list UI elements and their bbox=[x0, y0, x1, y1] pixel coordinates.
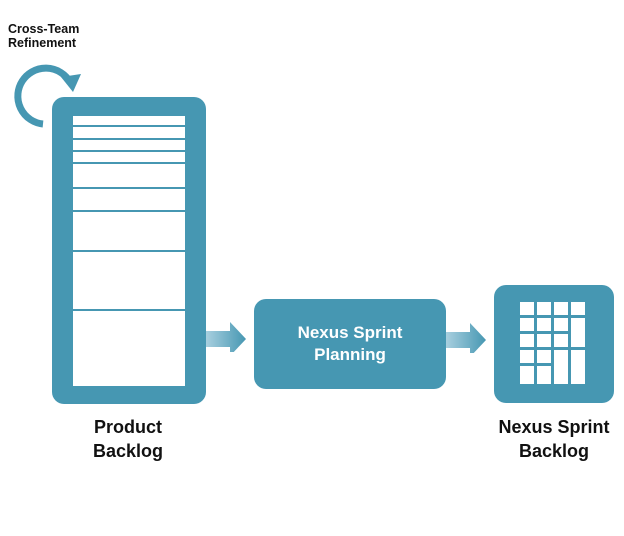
nexus-sprint-backlog-box bbox=[494, 285, 614, 403]
planning-label-line2: Planning bbox=[314, 345, 386, 364]
refinement-label-line1: Cross-Team bbox=[8, 22, 80, 36]
backlog-item-divider bbox=[73, 309, 185, 311]
grid-cell bbox=[537, 318, 551, 331]
sprint-backlog-label-line1: Nexus Sprint bbox=[498, 417, 610, 437]
grid-cell bbox=[537, 350, 551, 363]
grid-cell bbox=[554, 350, 568, 384]
nexus-sprint-planning-box: Nexus Sprint Planning bbox=[254, 299, 446, 389]
sprint-backlog-label-line2: Backlog bbox=[518, 441, 590, 461]
grid-cell bbox=[520, 350, 534, 363]
product-backlog-label-line2: Backlog bbox=[92, 441, 164, 461]
backlog-item-divider bbox=[73, 162, 185, 164]
grid-cell bbox=[520, 366, 534, 384]
cross-team-refinement-label: Cross-Team Refinement bbox=[8, 22, 79, 50]
backlog-item-divider bbox=[73, 138, 185, 140]
grid-cell bbox=[571, 302, 585, 315]
grid-cell bbox=[554, 334, 568, 347]
planning-label-line1: Nexus Sprint bbox=[297, 323, 403, 342]
arrow-right-icon bbox=[446, 323, 486, 353]
refinement-label-line2: Refinement bbox=[8, 36, 77, 50]
grid-cell bbox=[554, 302, 568, 315]
grid-cell bbox=[520, 334, 534, 347]
backlog-item-divider bbox=[73, 150, 185, 152]
product-backlog-label-line1: Product bbox=[93, 417, 162, 437]
grid-cell bbox=[537, 302, 551, 315]
grid-cell bbox=[520, 302, 534, 315]
grid-cell bbox=[571, 350, 585, 384]
backlog-item-divider bbox=[73, 250, 185, 252]
backlog-item-divider bbox=[73, 187, 185, 189]
grid-cell bbox=[537, 334, 551, 347]
grid-cell bbox=[537, 366, 551, 384]
grid-cell bbox=[571, 318, 585, 347]
grid-cell bbox=[554, 318, 568, 331]
product-backlog-items bbox=[73, 116, 185, 386]
arrow-right-icon bbox=[206, 322, 246, 352]
product-backlog-label: Product Backlog bbox=[66, 415, 190, 463]
backlog-item-divider bbox=[73, 125, 185, 127]
backlog-item-divider bbox=[73, 210, 185, 212]
grid-cell bbox=[520, 318, 534, 331]
nexus-sprint-backlog-label: Nexus Sprint Backlog bbox=[484, 415, 624, 463]
sprint-backlog-grid bbox=[520, 302, 588, 384]
